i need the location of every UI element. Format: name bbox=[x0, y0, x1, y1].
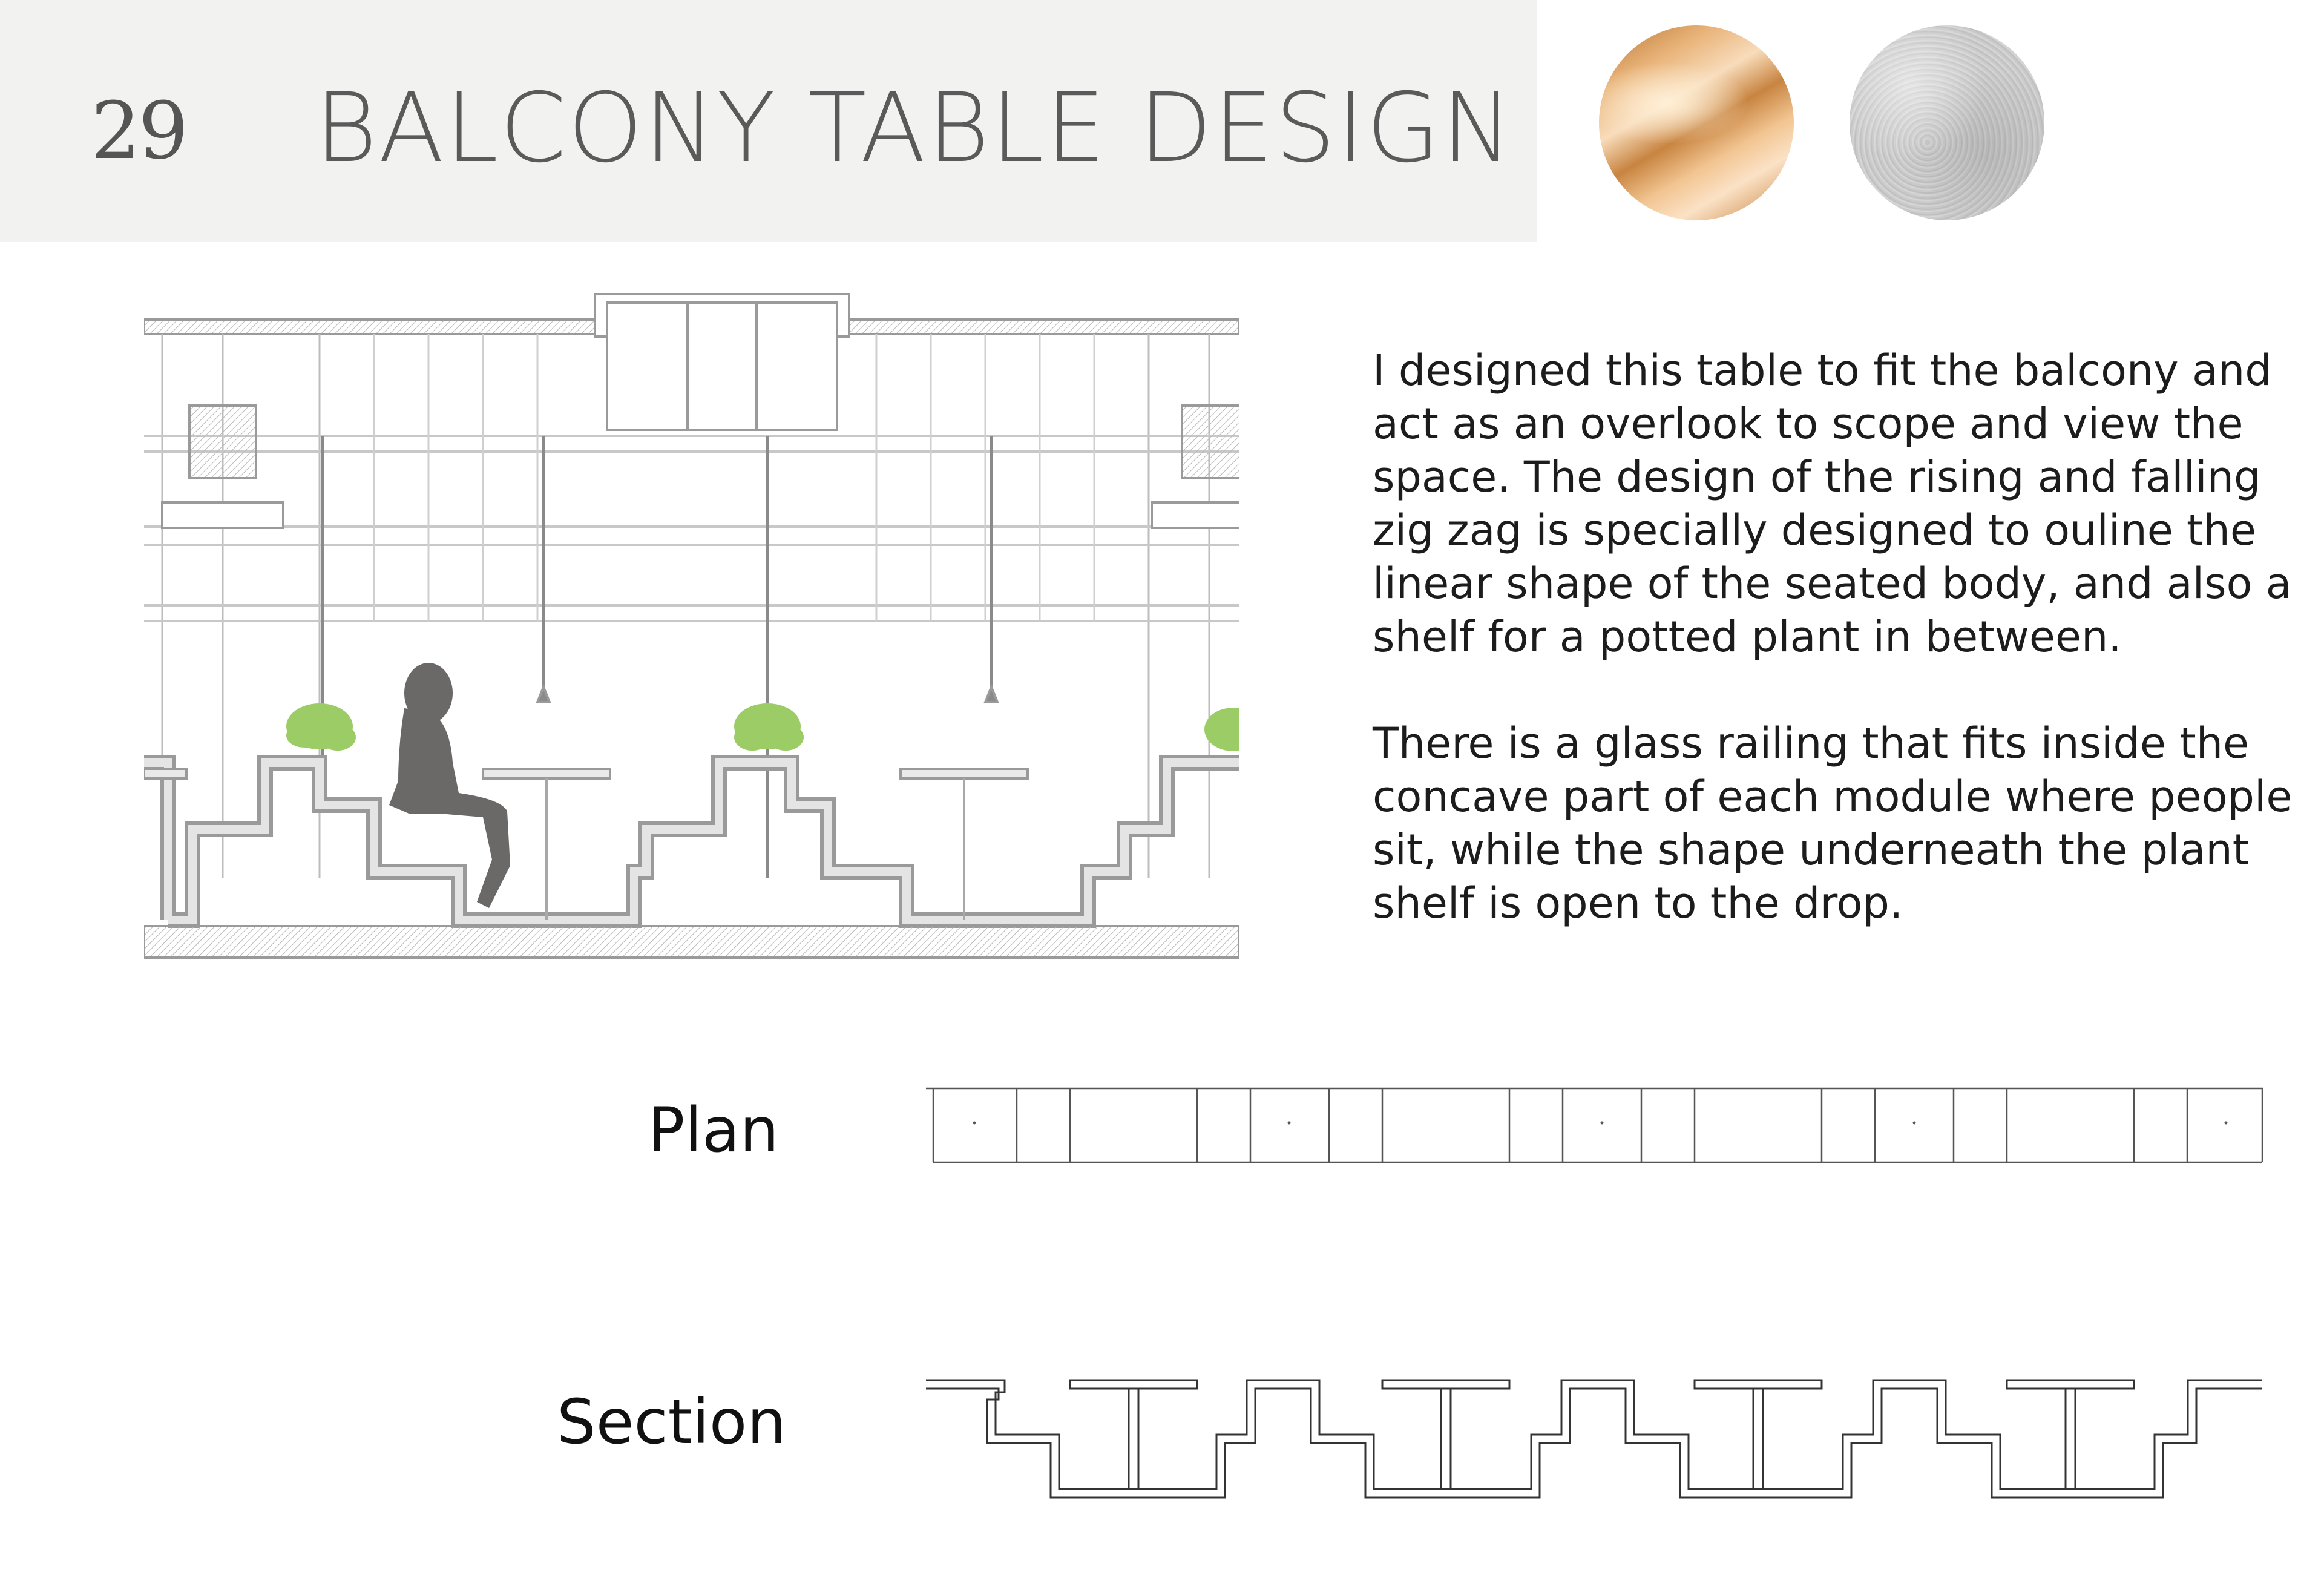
page-number: 29 bbox=[91, 85, 188, 177]
design-description: I designed this table to fit the balcony… bbox=[1373, 344, 2305, 983]
balcony-elevation-illustration bbox=[144, 285, 1239, 981]
header-band: 29 BALCONY TABLE DESIGN bbox=[0, 0, 1537, 242]
concrete-swatch bbox=[1850, 25, 2044, 220]
description-paragraph-2: There is a glass railing that fits insid… bbox=[1373, 719, 2293, 928]
page-title: BALCONY TABLE DESIGN bbox=[315, 73, 1515, 184]
section-drawing bbox=[926, 1379, 2262, 1499]
plan-label: Plan bbox=[648, 1094, 779, 1166]
plan-drawing bbox=[926, 1087, 2263, 1163]
section-label: Section bbox=[557, 1386, 786, 1458]
gold-satin-swatch bbox=[1599, 25, 1794, 220]
description-paragraph-1: I designed this table to fit the balcony… bbox=[1373, 346, 2292, 662]
